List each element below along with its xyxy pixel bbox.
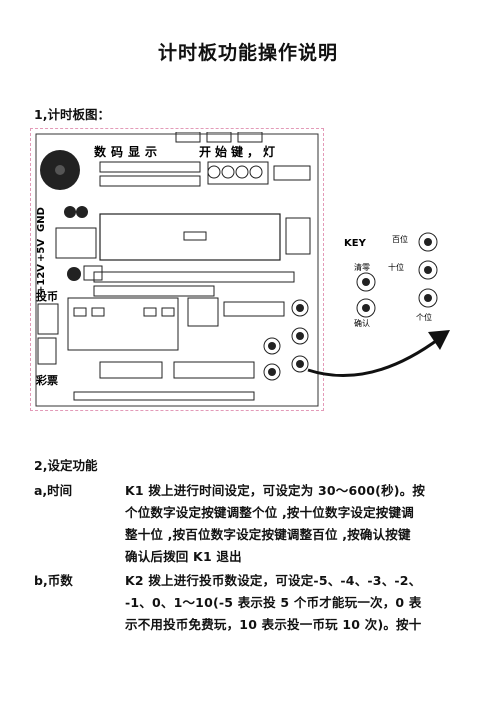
arrow-icon [307, 330, 450, 377]
setting-text-time: K1 拨上进行时间设定，可设定为 30～600(秒)。按 个位数字设定按键调整个… [125, 480, 465, 568]
label-start-light: 开始键，灯 [199, 144, 279, 159]
timer-board-diagram: 数码显示 开始键，灯 GND +5V +12V 投币 彩票 [34, 132, 320, 408]
setting-text-coins: K2 拨上进行投币数设定，可设定-5、-4、-3、-2、 -1、0、1～10(-… [125, 570, 465, 636]
label-display: 数码显示 [94, 144, 162, 159]
text-line: K2 拨上进行投币数设定，可设定-5、-4、-3、-2、 [125, 573, 422, 588]
label-hundreds: 百位 [392, 234, 408, 244]
label-coin: 投币 [36, 289, 58, 303]
label-lottery: 彩票 [35, 373, 58, 387]
text-line: -1、0、1～10(-5 表示投 5 个币才能玩一次，0 表 [125, 595, 422, 610]
label-clear: 清零 [354, 262, 370, 272]
board-image-frame [30, 128, 324, 411]
label-ones: 个位 [416, 312, 432, 322]
text-line: K1 拨上进行时间设定，可设定为 30～600(秒)。按 [125, 483, 426, 498]
label-key: KEY [344, 238, 367, 249]
page-title: 计时板功能操作说明 [157, 42, 338, 64]
setting-label-time: a,时间 [34, 483, 73, 498]
section-heading-board: 1,计时板图： [34, 107, 110, 122]
key-panel-diagram: KEY 百位 清零 十位 确认 个位 [340, 224, 444, 332]
text-line: 示不用投币免费玩，10 表示投一币玩 10 次)。按十 [125, 617, 422, 632]
section-heading-settings: 2,设定功能 [34, 458, 98, 473]
text-line: 确认后拨回 K1 退出 [125, 549, 242, 564]
text-line: 个位数字设定按键调整个位 ,按十位数字设定按键调 [125, 505, 414, 520]
label-gnd: GND [36, 207, 47, 232]
label-confirm: 确认 [354, 318, 370, 328]
mcu-chip [99, 213, 281, 261]
label-12v: +12V [36, 264, 47, 294]
label-5v: +5V [36, 239, 47, 262]
setting-label-coins: b,币数 [34, 573, 73, 588]
text-line: 整十位 ,按百位数字设定按键调整百位 ,按确认按键 [125, 527, 411, 542]
label-tens: 十位 [388, 262, 404, 272]
